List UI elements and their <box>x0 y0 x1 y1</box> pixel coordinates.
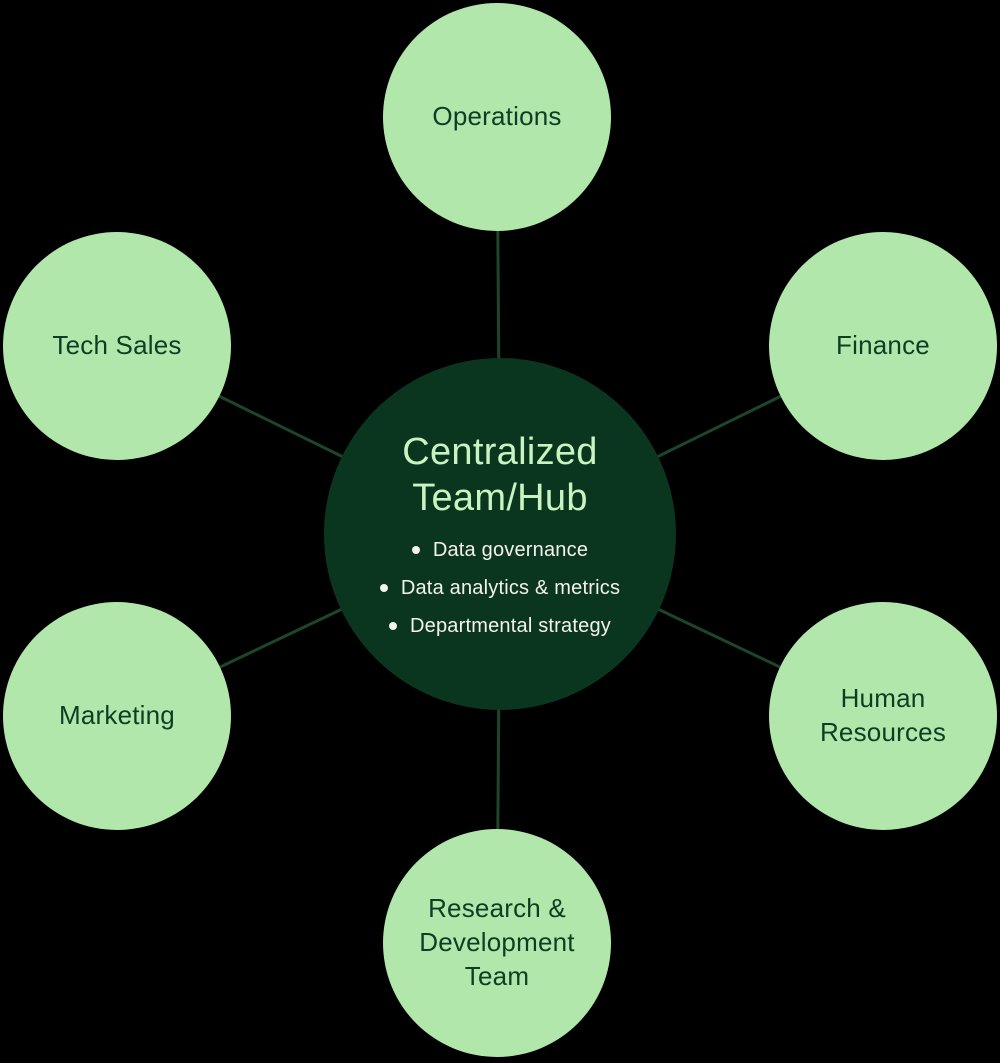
hub-bullet-item: Departmental strategy <box>389 615 611 638</box>
bullet-dot-icon <box>389 622 398 631</box>
node-research-development-team-label: Research & Development Team <box>419 893 575 991</box>
hub-bullet-item: Data governance <box>411 538 589 562</box>
node-human-resources-label: Human Resources <box>819 683 947 747</box>
node-human-resources: Human Resources <box>769 602 997 830</box>
node-marketing-label: Marketing <box>59 700 175 731</box>
hub-bullet-list: Data governance Data analytics & metrics… <box>379 538 621 638</box>
node-tech-sales: Tech Sales <box>3 232 231 460</box>
node-operations: Operations <box>383 3 611 231</box>
node-operations-label: Operations <box>432 101 562 132</box>
node-finance-label: Finance <box>836 330 930 361</box>
node-research-development-team: Research & Development Team <box>383 829 611 1057</box>
hub-bullet-item: Data analytics & metrics <box>379 576 621 600</box>
node-centralized-team-hub: Centralized Team/Hub Data governance Dat… <box>324 358 676 710</box>
node-finance: Finance <box>769 232 997 460</box>
hub-bullet-text: Data governance <box>432 538 589 561</box>
bullet-dot-icon <box>411 546 420 555</box>
hub-bullet-text: Departmental strategy <box>410 614 611 637</box>
bullet-dot-icon <box>379 584 388 593</box>
hub-bullet-text: Data analytics & metrics <box>400 576 621 599</box>
node-marketing: Marketing <box>3 602 231 830</box>
hub-title: Centralized Team/Hub <box>402 431 598 519</box>
node-tech-sales-label: Tech Sales <box>52 330 182 361</box>
